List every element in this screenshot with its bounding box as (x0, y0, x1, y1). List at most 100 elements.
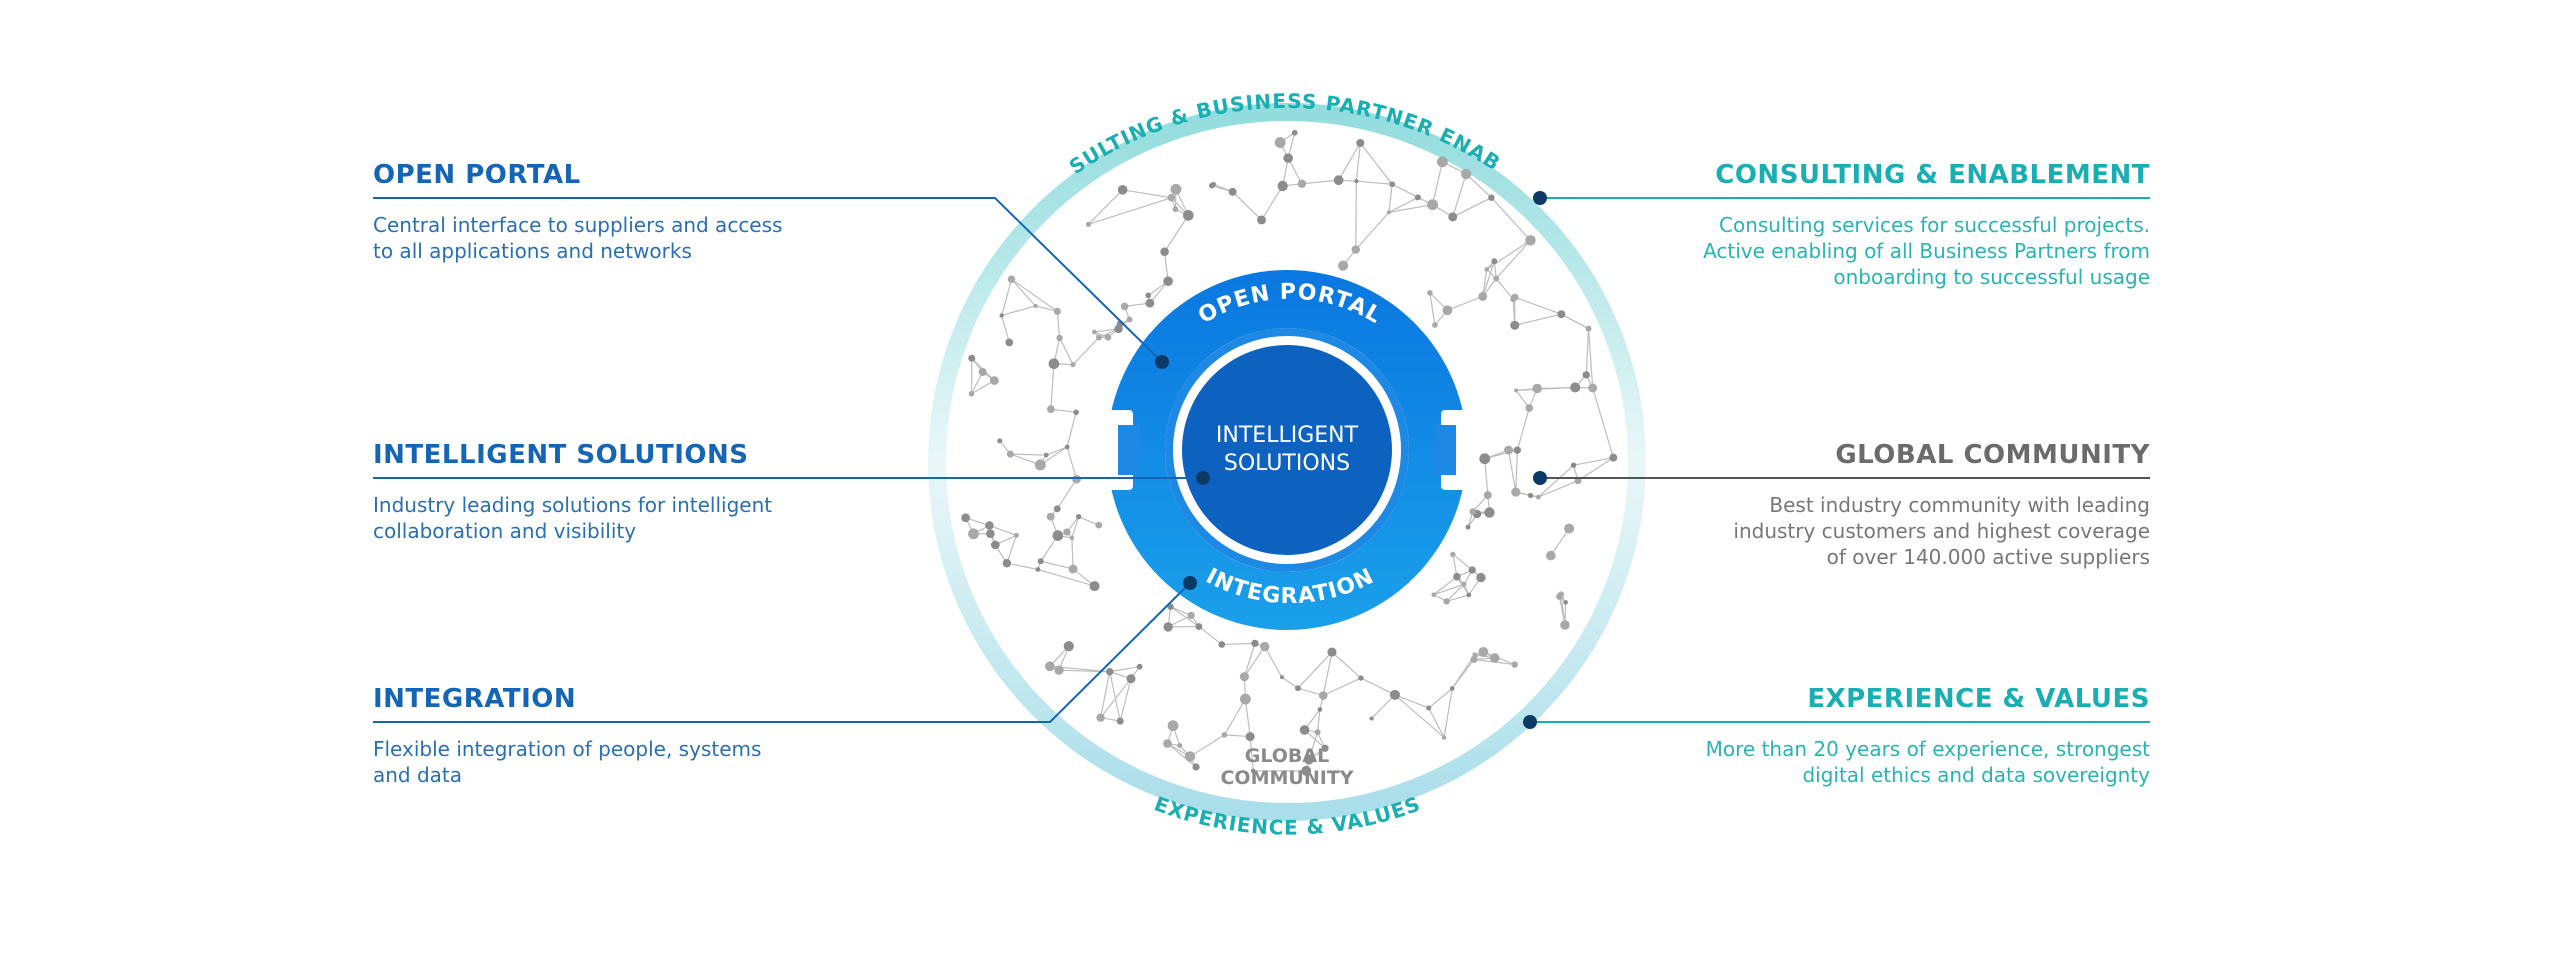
network-node (1136, 663, 1143, 670)
network-node (1461, 581, 1467, 587)
network-node (1333, 175, 1344, 186)
network-node (997, 438, 1003, 444)
network-node (1427, 290, 1433, 296)
network-link (1484, 458, 1489, 496)
network-node (1299, 725, 1310, 735)
network-node (1177, 743, 1183, 749)
center-label-line1: INTELLIGENT (1216, 423, 1359, 448)
network-node (1005, 338, 1014, 347)
network-node (1489, 653, 1500, 663)
callout-dot-intelligent-solutions (1196, 471, 1210, 485)
network-link (1119, 678, 1132, 722)
network-link (1359, 142, 1393, 185)
center-label-line2: SOLUTIONS (1224, 451, 1350, 476)
network-link (1035, 305, 1058, 312)
network-node (1426, 705, 1432, 711)
network-node (1585, 325, 1592, 332)
network-link (1360, 677, 1396, 696)
network-node (1513, 388, 1519, 393)
network-link (1433, 583, 1465, 596)
network-node (985, 521, 994, 530)
consulting-desc: Consulting services for successful proje… (1703, 213, 2150, 289)
network-link (1167, 743, 1197, 768)
callout-line-integration (373, 582, 1191, 723)
network-node (1182, 210, 1194, 221)
network-link (1050, 408, 1077, 413)
network-node (1478, 292, 1488, 301)
network-node (1260, 641, 1270, 652)
network-link (1482, 261, 1495, 297)
network-node (1504, 445, 1513, 455)
network-node (1389, 181, 1396, 188)
network-link (1452, 553, 1473, 571)
network-link (1428, 707, 1445, 738)
network-link (1232, 191, 1262, 221)
network-link (1538, 480, 1579, 498)
network-link (1066, 412, 1077, 448)
network-node (1532, 383, 1542, 394)
network-node (1069, 535, 1075, 541)
network-node (1145, 292, 1152, 299)
network-node (1557, 310, 1566, 319)
network-node (1297, 179, 1307, 188)
network-node (1116, 717, 1124, 725)
network-node (1063, 641, 1074, 652)
network-link (1040, 560, 1074, 570)
network-link (1046, 446, 1068, 456)
network-link (1429, 292, 1436, 326)
network-link (1301, 179, 1339, 185)
network-link (1338, 142, 1361, 181)
experience-desc: More than 20 years of experience, strong… (1705, 737, 2150, 787)
network-link (1198, 626, 1223, 645)
network-link (1109, 666, 1140, 673)
network-node (1484, 507, 1495, 518)
network-link (1170, 606, 1200, 628)
network-link (1100, 678, 1132, 719)
network-node (1354, 179, 1359, 184)
network-link (1071, 516, 1080, 539)
network-node (1570, 382, 1581, 393)
network-node (1114, 324, 1123, 334)
integration-title: INTEGRATION (373, 684, 577, 714)
network-node (1358, 675, 1364, 681)
network-link (1550, 528, 1570, 556)
network-node (1104, 334, 1112, 341)
network-node (986, 529, 995, 538)
network-node (1091, 329, 1097, 335)
network-link (1495, 278, 1514, 300)
network-link (1244, 698, 1251, 737)
network-link (1122, 189, 1172, 199)
network-node (1096, 713, 1105, 722)
outer-ring (928, 103, 1646, 821)
network-node (1450, 551, 1456, 558)
callout-dot-consulting (1533, 191, 1547, 205)
network-node (990, 540, 1000, 550)
inner-ring-line (1165, 328, 1409, 572)
network-node (1484, 267, 1489, 272)
network-node (1239, 693, 1251, 705)
network-node (1192, 763, 1200, 771)
network-node (1274, 137, 1286, 148)
network-node (1283, 153, 1293, 163)
network-node (1120, 302, 1129, 311)
network-link (1514, 296, 1562, 315)
network-node (1047, 405, 1055, 414)
network-link (1452, 173, 1467, 218)
network-node (1321, 744, 1329, 752)
network-link (1446, 594, 1469, 602)
open-portal-title: OPEN PORTAL (373, 160, 581, 190)
network-node (1453, 572, 1461, 581)
network-node (1558, 591, 1565, 598)
network-node (1046, 512, 1055, 521)
network-link (1260, 185, 1284, 221)
network-link (1592, 387, 1614, 458)
network-link (1577, 457, 1614, 482)
network-link (1443, 688, 1453, 738)
network-node (1056, 334, 1063, 342)
network-node (968, 354, 976, 362)
network-node (1208, 182, 1215, 189)
network-node (1479, 453, 1491, 465)
network-link (1465, 173, 1492, 199)
global-community-title: GLOBAL COMMUNITY (1835, 440, 2150, 470)
network-node (1472, 652, 1478, 658)
